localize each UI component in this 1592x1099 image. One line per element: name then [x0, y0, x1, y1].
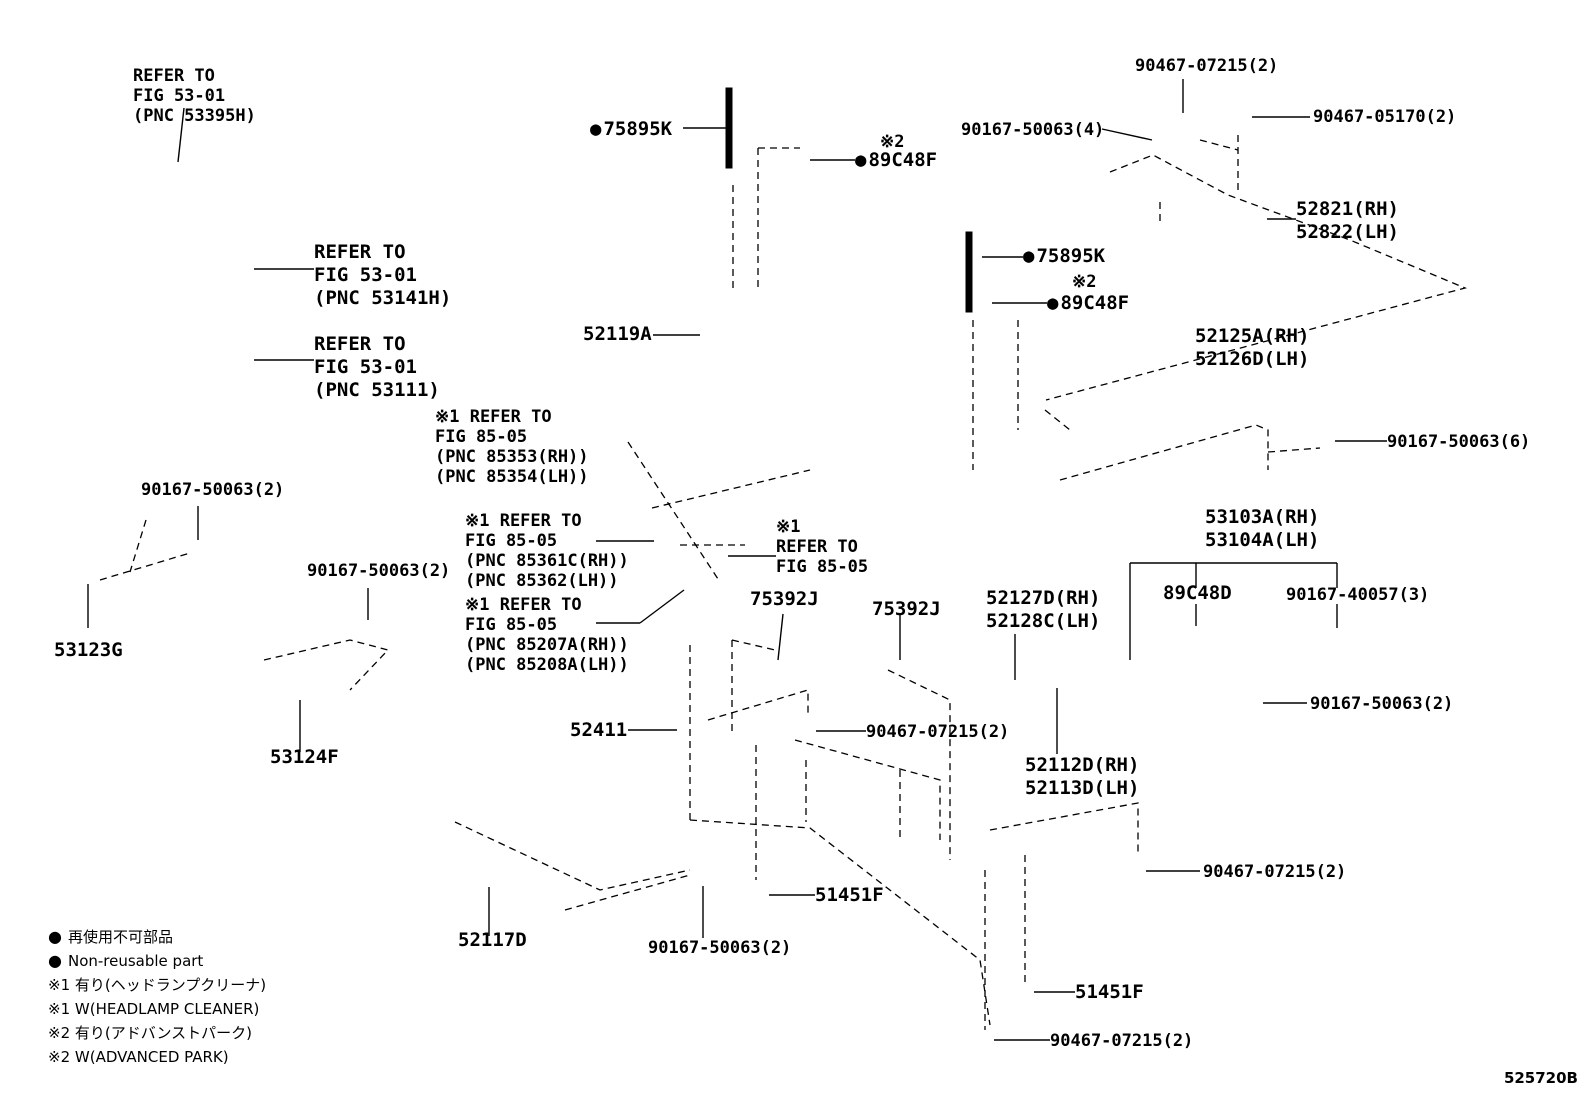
illustration-code: 525720B [1503, 1069, 1578, 1087]
leader-line [639, 589, 685, 624]
callout-52411: 52411 [570, 719, 628, 741]
assembly-line [627, 441, 721, 583]
callout-51451F-a: 51451F [815, 884, 884, 906]
callout-75895K-right: 75895K [1023, 245, 1105, 268]
callout-52117D: 52117D [458, 929, 527, 951]
assembly-line [651, 469, 811, 509]
legend-note2-en: ※2 W(ADVANCED PARK) [48, 1048, 229, 1066]
assembly-line [1199, 139, 1239, 151]
callout-52125A-52126D: 52125A(RH)52126D(LH) [1195, 325, 1310, 370]
assembly-line [989, 802, 1139, 855]
callout-51451F-b: 51451F [1075, 981, 1144, 1003]
callout-90467-07215-mid: 90467-07215(2) [866, 722, 1010, 742]
assembly-line [454, 821, 691, 891]
assembly-line [794, 739, 941, 840]
legend: 再使用不可部品 Non-reusable part ※1 有り(ヘッドランプクリ… [48, 925, 266, 1069]
callout-90467-07215-bottom: 90467-07215(2) [1050, 1031, 1194, 1051]
assembly-line [1059, 424, 1269, 481]
assembly-line [707, 689, 809, 721]
callout-90467-05170: 90467-05170(2) [1313, 107, 1457, 127]
callout-75392J-b: 75392J [872, 598, 941, 620]
callout-90467-07215-right: 90467-07215(2) [1203, 862, 1347, 882]
note-2-marker: ※2 [1072, 272, 1097, 292]
callout-89C48F-left: 89C48F [855, 149, 937, 172]
callout-90167-50063-2-d: 90167-50063(2) [648, 938, 792, 958]
assembly-line [887, 669, 951, 860]
legend-note2-ja: ※2 有り(アドバンストパーク) [48, 1024, 253, 1042]
assembly-line [731, 639, 776, 651]
legend-note1-en: ※1 W(HEADLAMP CLEANER) [48, 1000, 260, 1018]
assembly-line [263, 639, 390, 691]
note-2-marker: ※2 [880, 132, 905, 152]
assembly-line [689, 819, 991, 1026]
assembly-line [1045, 154, 1468, 401]
callout-52119A: 52119A [583, 323, 652, 345]
callout-90467-07215-top: 90467-07215(2) [1135, 56, 1279, 76]
assembly-line [99, 552, 191, 581]
callout-90167-50063-6: 90167-50063(6) [1387, 432, 1531, 452]
legend-nonreuse-en: Non-reusable part [48, 949, 266, 973]
strip-part [725, 87, 733, 169]
assembly-line [1044, 409, 1071, 431]
callout-75895K-left: 75895K [590, 118, 672, 141]
callout-89C48F-right: 89C48F [1047, 292, 1129, 315]
callout-90167-50063-4: 90167-50063(4) [961, 120, 1105, 140]
strip-part [965, 231, 973, 313]
leader-line [177, 107, 185, 163]
callout-75392J-a: 75392J [750, 588, 819, 610]
callout-90167-50063-2-b: 90167-50063(2) [307, 561, 451, 581]
callout-52112D-52113D: 52112D(RH)52113D(LH) [1025, 754, 1140, 799]
callout-53103A-53104A: 53103A(RH)53104A(LH) [1205, 506, 1320, 551]
callout-90167-50063-2-c: 90167-50063(2) [1310, 694, 1454, 714]
leader-line [1101, 128, 1153, 141]
callout-90167-40057: 90167-40057(3) [1286, 585, 1430, 605]
legend-note1-ja: ※1 有り(ヘッドランプクリーナ) [48, 976, 267, 994]
callout-53124F: 53124F [270, 746, 339, 768]
leader-line [777, 613, 784, 661]
assembly-line [564, 874, 691, 911]
callout-52821-52822: 52821(RH)52822(LH) [1296, 198, 1399, 243]
callout-90167-50063-2-a: 90167-50063(2) [141, 480, 285, 500]
callout-52127D-52128C: 52127D(RH)52128C(LH) [986, 587, 1101, 632]
assembly-line [1267, 447, 1321, 453]
callout-53123G: 53123G [54, 639, 123, 661]
legend-nonreuse-ja: 再使用不可部品 [48, 925, 266, 949]
callout-89C48D: 89C48D [1163, 582, 1232, 604]
assembly-line [129, 519, 147, 573]
